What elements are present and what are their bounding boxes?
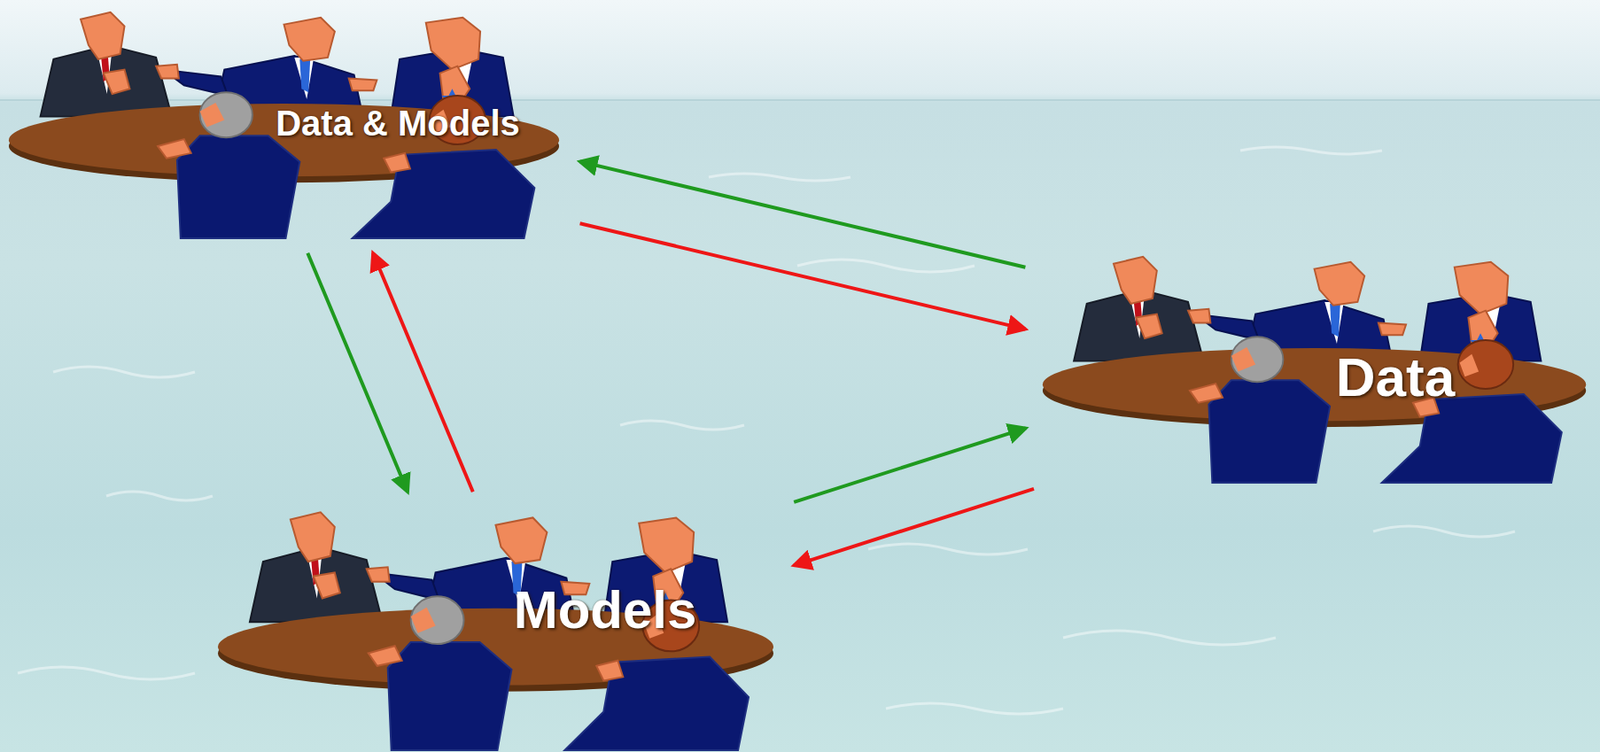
- red-arrow: [793, 489, 1034, 566]
- meeting-figures: [8, 12, 560, 239]
- green-arrow: [793, 427, 1026, 503]
- label-group: Models: [513, 581, 698, 640]
- meeting-table: Data: [1039, 249, 1593, 485]
- green-arrow: [307, 253, 408, 492]
- meeting-table: Data & Models: [5, 5, 567, 241]
- label-group: Data: [1335, 347, 1455, 408]
- green-arrow: [580, 161, 1026, 267]
- meeting-table: Models: [214, 504, 781, 752]
- red-arrow: [372, 253, 474, 492]
- meeting-illustration: [1039, 249, 1593, 485]
- table-label: Data: [1335, 347, 1455, 408]
- red-arrow: [580, 223, 1026, 329]
- meeting-figures: [1042, 256, 1586, 483]
- meeting-figures: [217, 512, 774, 751]
- label-group: Data & Models: [275, 103, 521, 143]
- table-label: Data & Models: [275, 103, 521, 143]
- table-label: Models: [513, 581, 698, 640]
